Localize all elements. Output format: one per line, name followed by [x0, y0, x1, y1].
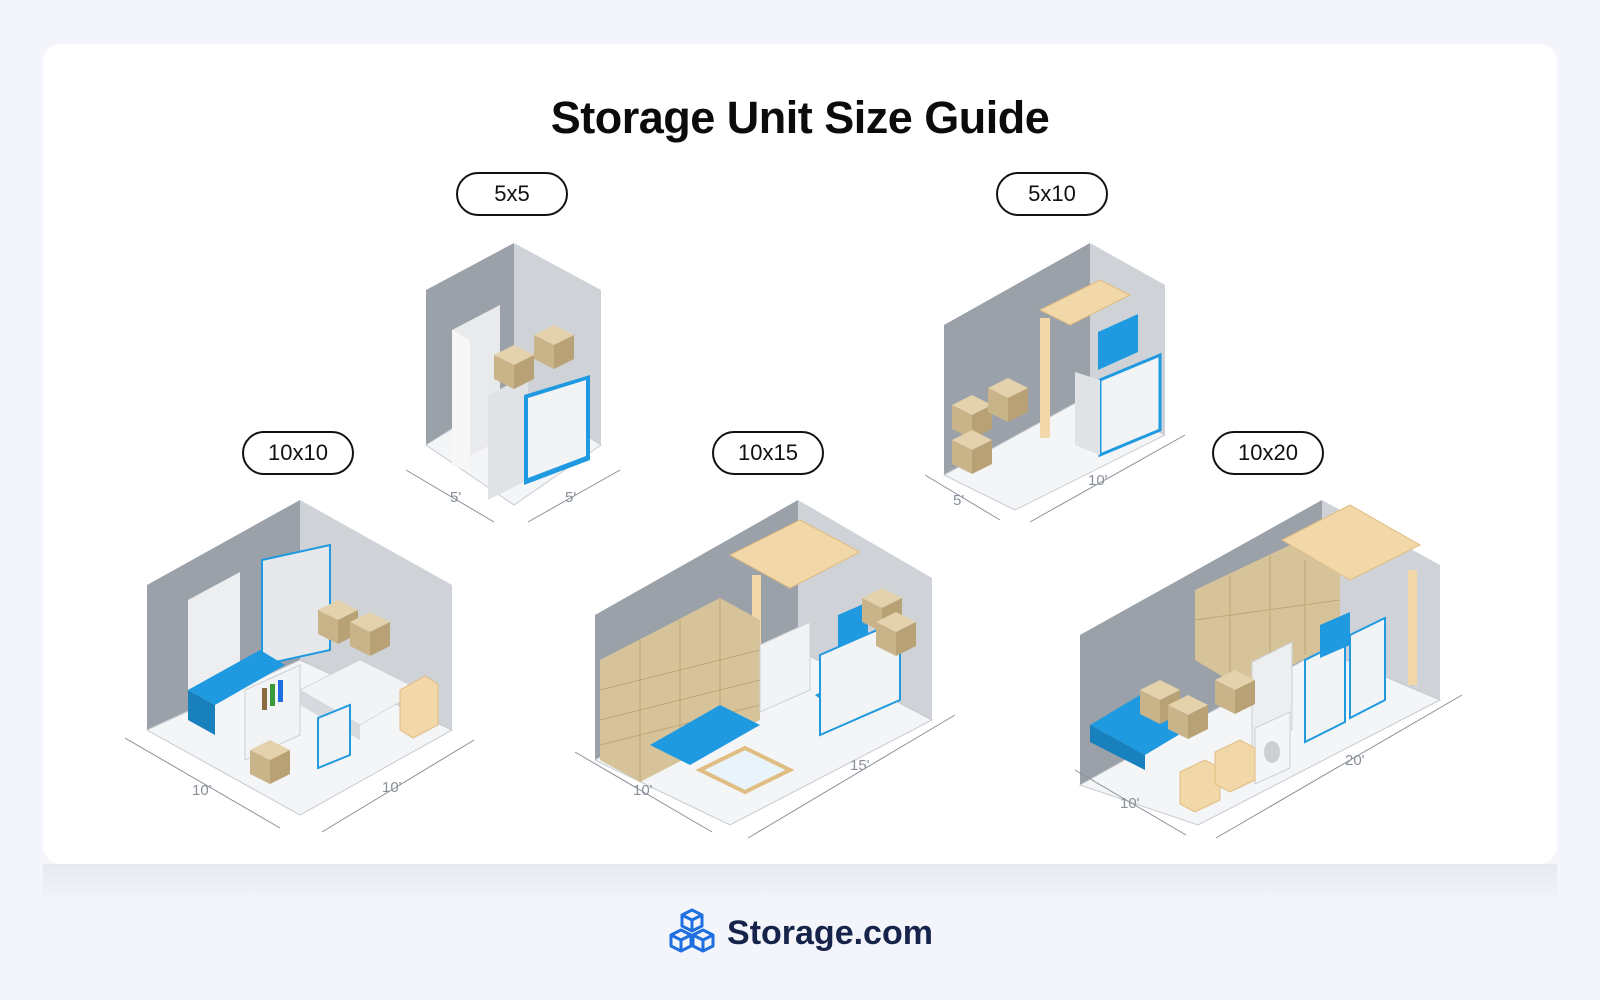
unit-10x15-dim-width: 10'	[633, 782, 653, 799]
unit-10x15-illustration: 10' 15'	[574, 500, 956, 839]
unit-10x10-dim-depth: 10'	[382, 779, 402, 796]
unit-10x15-dim-depth: 15'	[850, 757, 870, 774]
unit-label-10x20: 10x20	[1212, 431, 1324, 475]
page-title: Storage Unit Size Guide	[550, 92, 1050, 143]
unit-10x10-illustration: 10' 10'	[124, 500, 475, 833]
brand-name: Storage.com	[727, 914, 933, 952]
unit-5x5-illustration: 5' 5'	[405, 243, 621, 523]
cubes-logo-icon	[667, 906, 717, 961]
brand-footer: Storage.com	[0, 906, 1600, 961]
unit-5x10-dim-depth: 10'	[1088, 472, 1108, 489]
unit-label-10x15: 10x15	[712, 431, 824, 475]
unit-label-5x10: 5x10	[996, 172, 1108, 216]
card-shadow	[43, 864, 1557, 904]
unit-10x20-dim-depth: 20'	[1345, 752, 1365, 769]
unit-5x5-dim-width: 5'	[450, 489, 461, 506]
unit-5x10-illustration: 5' 10'	[924, 243, 1186, 523]
unit-label-5x5: 5x5	[456, 172, 568, 216]
unit-5x10-dim-width: 5'	[953, 492, 964, 509]
unit-label-10x10: 10x10	[242, 431, 354, 475]
unit-10x20-dim-width: 10'	[1120, 795, 1140, 812]
unit-10x10-dim-width: 10'	[192, 782, 212, 799]
unit-5x5-dim-depth: 5'	[565, 489, 576, 506]
unit-10x20-illustration: 10' 20'	[1074, 500, 1463, 839]
